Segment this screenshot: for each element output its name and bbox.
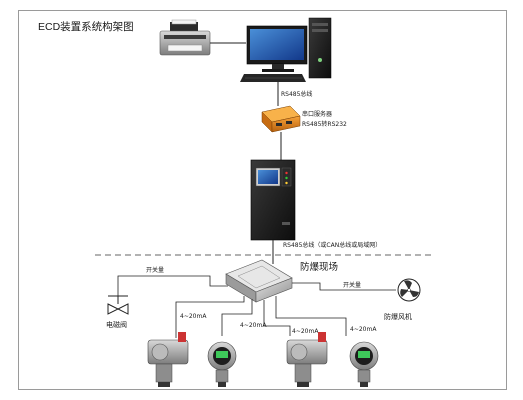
computer-monitor-icon — [246, 25, 308, 72]
switch-right-label: 开关量 — [343, 281, 361, 289]
serial-server-desc: RS485转RS232 — [302, 120, 347, 128]
valve-label: 电磁阀 — [106, 320, 127, 329]
signal-label-4: 4~20mA — [350, 326, 377, 333]
serial-server-icon — [261, 105, 301, 133]
solenoid-valve-icon — [107, 295, 129, 315]
signal-label-1: 4~20mA — [180, 313, 207, 320]
switch-left-label: 开关量 — [146, 266, 164, 274]
valve-switch-line — [117, 275, 228, 296]
junction-box-icon — [225, 259, 293, 303]
signal-label-3: 4~20mA — [292, 328, 319, 335]
keyboard-icon — [240, 74, 306, 82]
signal-label-2: 4~20mA — [240, 322, 267, 329]
fan-icon — [397, 278, 421, 302]
diagram-title: ECD装置系统构架图 — [38, 20, 134, 33]
zone-label: 防爆现场 — [300, 261, 338, 273]
computer-tower-icon — [308, 17, 332, 79]
bus-bottom-label: RS485总线（或CAN总线或局域网） — [283, 241, 381, 249]
fan-switch-line — [292, 282, 396, 291]
gas-detector-4-icon — [349, 341, 379, 387]
signal-lines — [175, 296, 347, 338]
controller-cabinet-icon — [250, 159, 296, 241]
fan-label: 防爆风机 — [384, 312, 412, 321]
gas-detector-3-icon — [286, 332, 328, 387]
bus-top-label: RS485总线 — [281, 90, 312, 98]
printer-icon — [159, 19, 211, 56]
gas-detector-2-icon — [207, 341, 237, 387]
serial-server-name: 串口服务器 — [302, 110, 332, 118]
gas-detector-1-icon — [147, 332, 189, 387]
